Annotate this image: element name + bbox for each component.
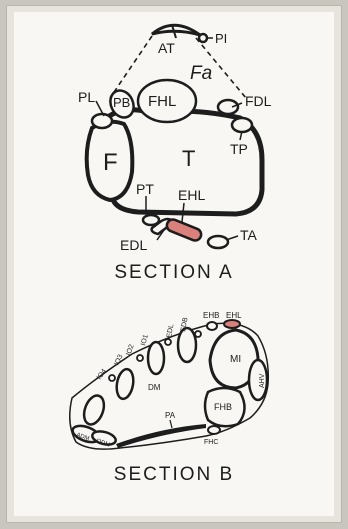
pl-leader (95, 100, 105, 117)
pa-leader (169, 419, 173, 429)
label-tp: TP (230, 141, 248, 157)
fhc-shape (207, 425, 221, 435)
dashed-line-right (195, 37, 247, 99)
metatarsal-5 (82, 394, 106, 426)
label-pi: PI (215, 31, 227, 46)
metatarsal-3 (146, 340, 166, 376)
section-b-caption: SECTION B (114, 464, 234, 485)
mi-shape (208, 328, 260, 390)
label-ehl-b: EHL (226, 311, 242, 320)
achilles-tick (171, 24, 177, 39)
label-pl: PL (78, 89, 95, 105)
label-io2: IO2 (125, 344, 135, 357)
pl-oval (90, 112, 114, 130)
edb-tendon (194, 330, 202, 338)
section-a-diagram: PI AT Fa PL PB FHL FDL F T TP PT EHL EDL… (78, 23, 272, 283)
label-ehb: EHB (203, 311, 219, 320)
label-fdl: FDL (245, 93, 272, 109)
section-a-caption: SECTION A (114, 262, 233, 283)
odm-shape (91, 430, 117, 446)
edl-tendon-3 (136, 354, 144, 362)
label-f: F (103, 149, 118, 176)
label-io3: IO3 (113, 354, 124, 367)
label-t: T (182, 146, 195, 171)
edl-tendon-4 (108, 374, 116, 382)
label-pt: PT (136, 181, 154, 197)
label-ahv: AHV (259, 373, 266, 388)
label-mi: MI (230, 354, 241, 365)
pi-circle (197, 32, 209, 44)
label-adm: ADM (75, 432, 90, 442)
label-dm: DM (148, 383, 161, 392)
ta-oval (206, 234, 230, 250)
fhl-oval (136, 78, 198, 124)
pt-oval (141, 213, 161, 227)
label-pa: PA (165, 411, 176, 420)
fhb-shape (203, 386, 246, 428)
label-ta: TA (240, 227, 258, 243)
label-pb: PB (113, 95, 130, 110)
label-at: AT (158, 40, 175, 56)
ehl-leader (181, 202, 185, 223)
label-edl-b: EDL (166, 324, 175, 339)
pb-oval (109, 89, 135, 119)
ahv-shape (247, 358, 269, 402)
ehl-tendon-highlight (165, 218, 203, 242)
fibula-shape (84, 119, 135, 203)
label-edb: EDB (180, 317, 189, 333)
metatarsal-4 (115, 367, 135, 401)
label-io1: IO1 (140, 334, 150, 347)
label-fhb: FHB (214, 402, 232, 412)
fdl-oval (216, 98, 240, 116)
dashed-line-left (109, 35, 153, 99)
section-b-diagram: EHB EHL MI AHV FHB FHC DM PA EDB EDL IO1… (69, 311, 270, 485)
ehb-tendon (206, 321, 218, 331)
plantar-aponeurosis (116, 424, 206, 448)
label-edl-a: EDL (120, 237, 147, 253)
tp-oval (230, 116, 254, 134)
label-fhc: FHC (204, 439, 218, 446)
tp-leader (239, 130, 243, 141)
edl-tendon-2 (164, 338, 172, 346)
label-ehl-a: EHL (178, 187, 205, 203)
metatarsal-2 (176, 326, 198, 364)
achilles-tendon-shape (151, 23, 201, 37)
fdl-leader (231, 102, 243, 108)
label-fhl: FHL (148, 93, 176, 110)
label-odm: ODM (95, 438, 110, 448)
ehl-tendon-highlight-b (223, 319, 241, 329)
label-fa: Fa (190, 63, 212, 84)
